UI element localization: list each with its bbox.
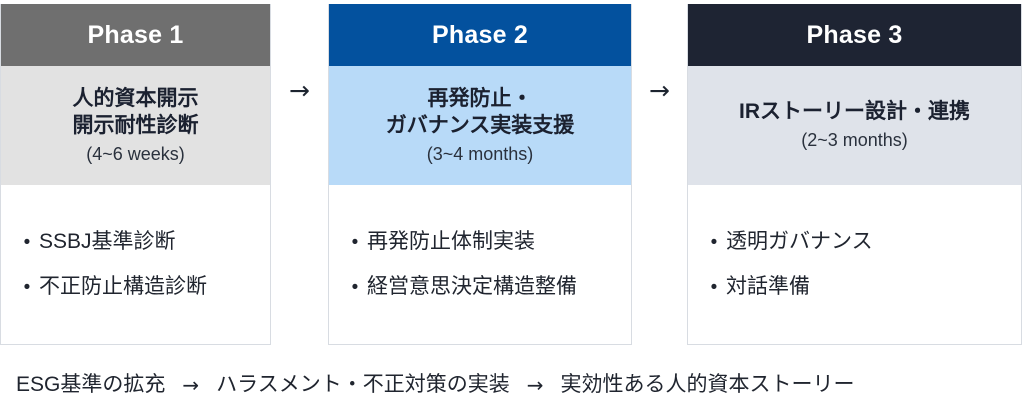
list-item: • 経営意思決定構造整備 [343,274,631,300]
summary-step-2: ハラスメント・不正対策の実装 [216,373,510,397]
list-item: • 対話準備 [702,274,1021,300]
bullet-point-icon: • [351,276,359,298]
phase-card-2[interactable]: Phase 2 再発防止・ ガバナンス実装支援 (3~4 months) • 再… [328,4,632,345]
phase-2-bullet-list: • 再発防止体制実装 • 経営意思決定構造整備 [329,185,631,344]
bullet-point-icon: • [23,232,31,254]
phase-2-bullet-2: 経営意思決定構造整備 [367,274,577,298]
phase-3-bullet-2: 対話準備 [726,274,810,298]
phase-1-header-label: Phase 1 [87,20,184,49]
list-item: • 再発防止体制実装 [343,229,631,255]
list-item: • 不正防止構造診断 [15,274,270,300]
phase-card-3[interactable]: Phase 3 IRストーリー設計・連携 (2~3 months) • 透明ガバ… [687,4,1022,345]
phase-3-header-label: Phase 3 [806,20,903,49]
bullet-point-icon: • [351,232,359,254]
connector-phase1-phase2: → [271,4,328,345]
phase-2-duration: (3~4 months) [426,143,534,164]
arrow-right-icon: → [182,373,200,397]
list-item: • 透明ガバナンス [702,229,1021,255]
phase-1-bullet-list: • SSBJ基準診断 • 不正防止構造診断 [1,185,270,344]
list-item: • SSBJ基準診断 [15,229,270,255]
phase-1-bullet-2: 不正防止構造診断 [39,274,207,298]
connector-phase2-phase3: → [632,4,687,345]
phase-card-row: Phase 1 人的資本開示 開示耐性診断 (4~6 weeks) • SSBJ… [0,4,1024,346]
phase-1-duration: (4~6 weeks) [86,143,185,164]
summary-flow-row: ESG基準の拡充 → ハラスメント・不正対策の実装 → 実効性ある人的資本ストー… [0,355,1024,415]
phase-2-bullet-1: 再発防止体制実装 [367,230,535,254]
phase-3-summary-band: IRストーリー設計・連携 (2~3 months) [688,66,1021,185]
bullet-point-icon: • [23,276,31,298]
arrow-right-icon: → [649,76,670,105]
phase-1-summary-band: 人的資本開示 開示耐性診断 (4~6 weeks) [1,66,270,185]
phase-1-header: Phase 1 [1,4,270,66]
bullet-point-icon: • [710,276,718,298]
phase-3-duration: (2~3 months) [801,130,908,151]
arrow-right-icon: → [289,76,310,105]
phase-2-title: 再発防止・ ガバナンス実装支援 [385,86,575,137]
phase-2-summary-band: 再発防止・ ガバナンス実装支援 (3~4 months) [329,66,631,185]
phase-3-title: IRストーリー設計・連携 [739,100,970,124]
summary-step-3: 実効性ある人的資本ストーリー [560,373,855,397]
phase-1-bullet-1: SSBJ基準診断 [39,230,176,254]
arrow-right-icon: → [526,373,544,397]
phase-2-header: Phase 2 [329,4,631,66]
phase-2-header-label: Phase 2 [432,20,528,49]
phase-card-1[interactable]: Phase 1 人的資本開示 開示耐性診断 (4~6 weeks) • SSBJ… [0,4,271,345]
phase-3-bullet-1: 透明ガバナンス [726,230,873,254]
summary-step-1: ESG基準の拡充 [16,373,166,397]
bullet-point-icon: • [710,232,718,254]
phase-3-bullet-list: • 透明ガバナンス • 対話準備 [688,185,1021,344]
phase-3-header: Phase 3 [688,4,1021,66]
phase-1-title: 人的資本開示 開示耐性診断 [72,86,199,137]
